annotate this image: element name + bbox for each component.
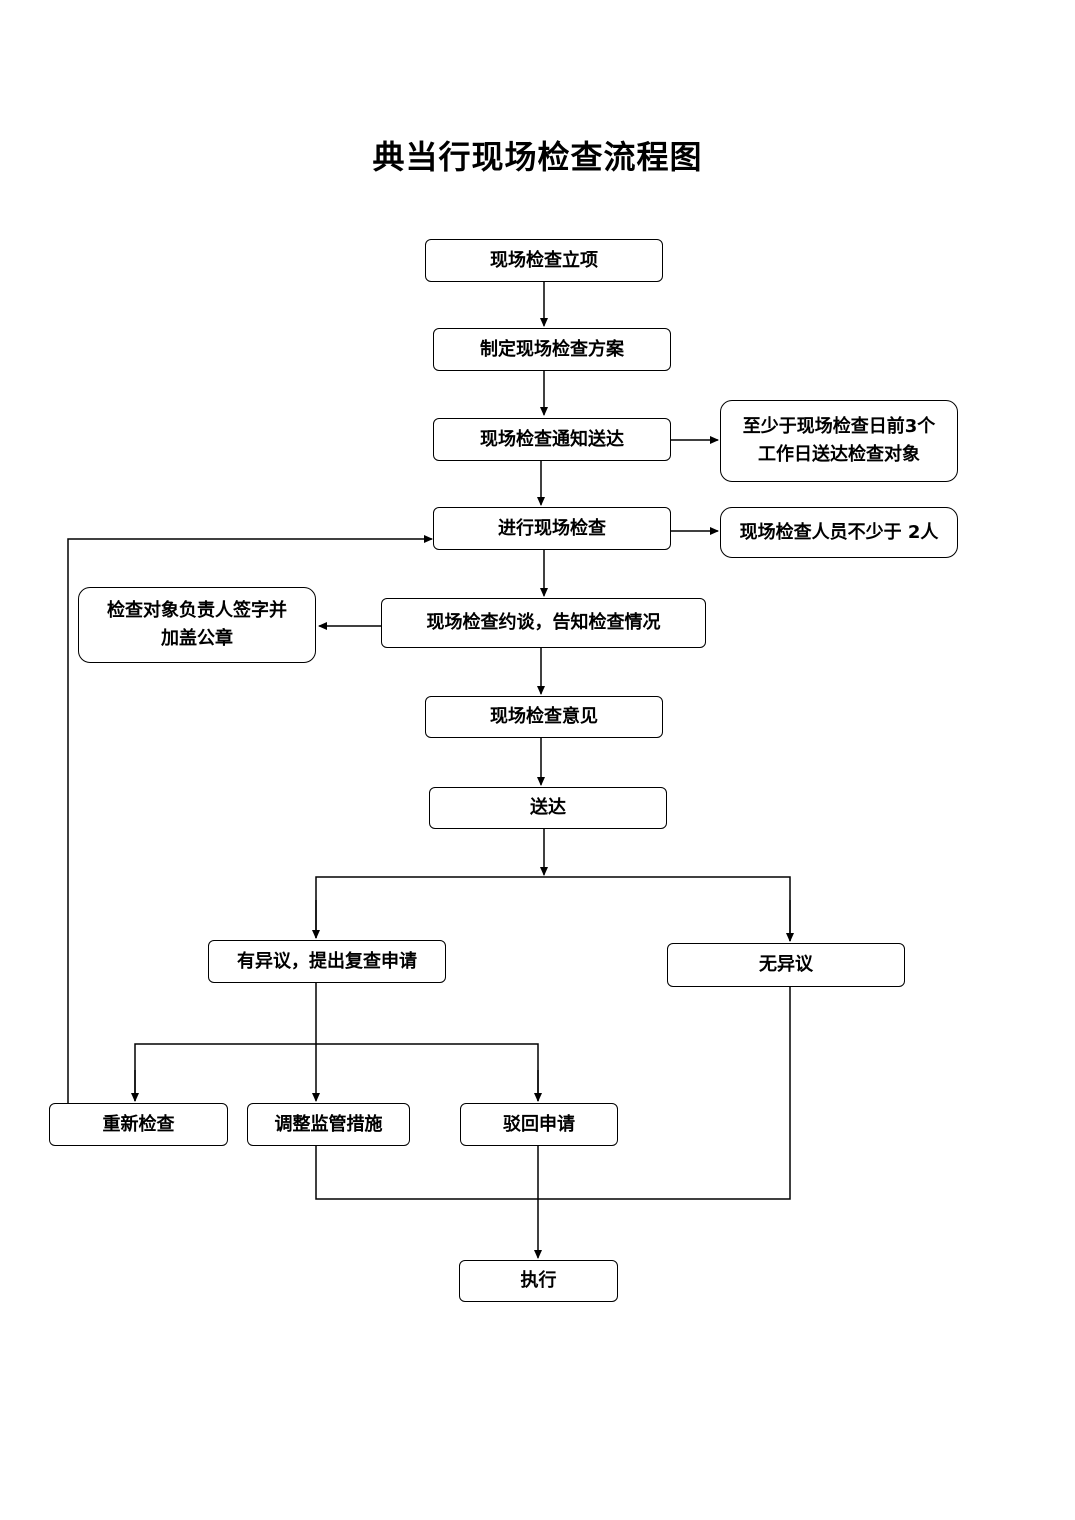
- loop-back-line: [67, 535, 433, 1104]
- node-reject-application: 驳回申请: [460, 1103, 618, 1146]
- merge-line: [315, 987, 791, 1200]
- node-notice-delivery: 现场检查通知送达: [433, 418, 671, 461]
- page-title: 典当行现场检查流程图: [372, 138, 703, 176]
- note-notice-timing: 至少于现场检查日前3个 工作日送达检查对象: [720, 400, 958, 482]
- node-adjust-measures: 调整监管措施: [247, 1103, 410, 1146]
- node-no-objection: 无异议: [667, 943, 905, 987]
- node-deliver: 送达: [429, 787, 667, 829]
- node-inspection-opinion: 现场检查意见: [425, 696, 663, 738]
- node-interview: 现场检查约谈，告知检查情况: [381, 598, 706, 648]
- node-make-plan: 制定现场检查方案: [433, 328, 671, 371]
- node-execute: 执行: [459, 1260, 618, 1302]
- node-project-initiation: 现场检查立项: [425, 239, 663, 282]
- note-inspector-count: 现场检查人员不少于 2人: [720, 507, 958, 558]
- note-sign-seal: 检查对象负责人签字并 加盖公章: [78, 587, 316, 663]
- node-reinspect: 重新检查: [49, 1103, 228, 1146]
- node-objection: 有异议，提出复查申请: [208, 940, 446, 983]
- split-line: [315, 876, 791, 941]
- node-conduct-inspection: 进行现场检查: [433, 507, 671, 550]
- branch-line: [134, 1043, 539, 1101]
